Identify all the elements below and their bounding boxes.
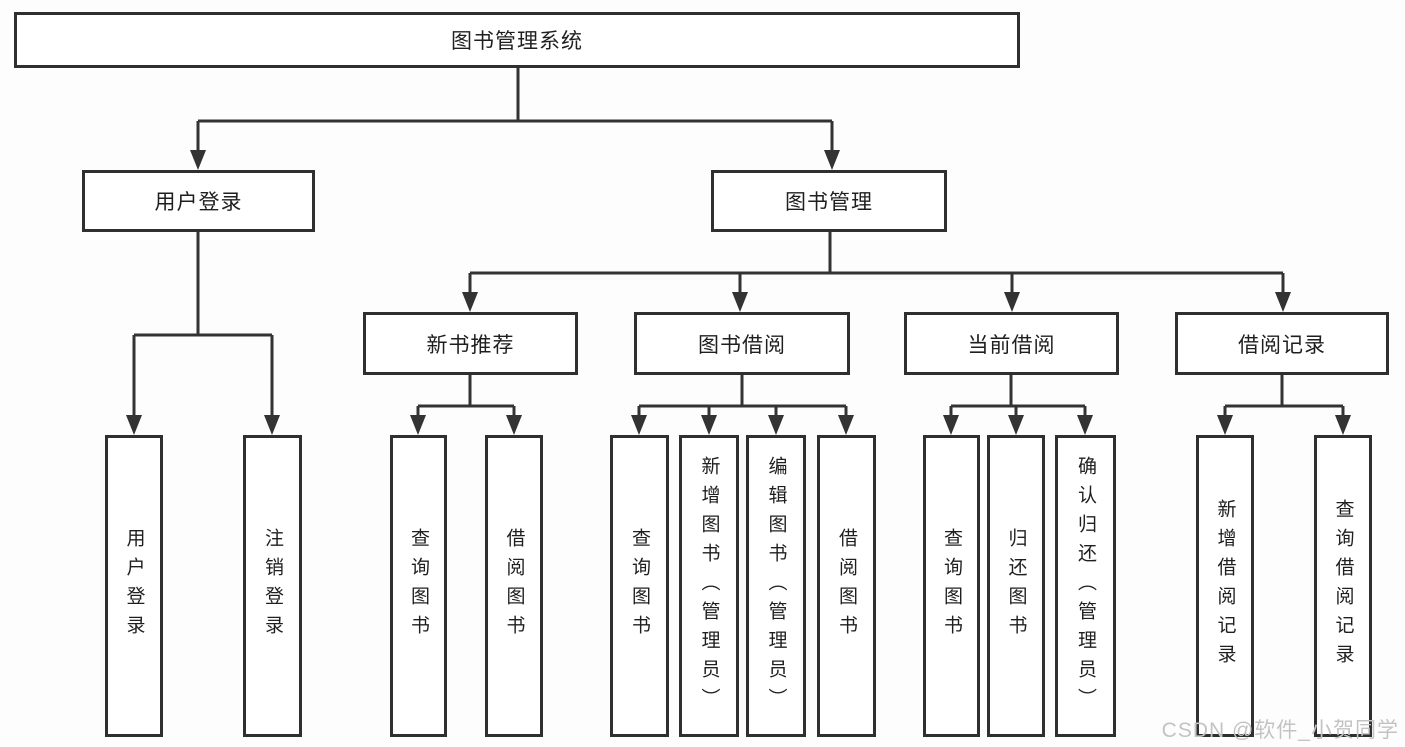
- connector-borrow-records-to-leaves: [1217, 375, 1351, 435]
- node-current-borrowing: 当前借阅: [904, 312, 1119, 375]
- connector-book-management-to-level3: [462, 232, 1291, 312]
- leaf-add-book-admin: 新增图书（管理员）: [679, 435, 739, 737]
- node-book-management-label: 图书管理: [785, 191, 873, 214]
- leaf-user-login-label: 用户登录: [123, 528, 145, 644]
- node-borrowing-records-label: 借阅记录: [1238, 333, 1326, 357]
- leaf-query-books-current: 查询图书: [923, 435, 980, 737]
- node-book-borrowing: 图书借阅: [634, 312, 850, 375]
- node-root-system-label: 图书管理系统: [451, 30, 583, 53]
- leaf-edit-book-admin: 编辑图书（管理员）: [746, 435, 806, 737]
- leaf-borrow-book: 借阅图书: [817, 435, 876, 737]
- watermark: CSDN @软件_小贺同学: [1161, 719, 1399, 742]
- leaf-add-borrow-record: 新增借阅记录: [1196, 435, 1254, 737]
- connector-new-book-to-leaves: [410, 375, 522, 435]
- leaf-add-borrow-record-label: 新增借阅记录: [1214, 499, 1236, 673]
- connector-root-to-level2: [190, 67, 840, 170]
- leaf-query-borrow-record: 查询借阅记录: [1314, 435, 1372, 737]
- node-borrowing-records: 借阅记录: [1175, 312, 1389, 375]
- leaf-confirm-return-admin: 确认归还（管理员）: [1055, 435, 1116, 737]
- leaf-borrow-book-recommend-label: 借阅图书: [503, 528, 525, 644]
- leaf-return-book: 归还图书: [987, 435, 1045, 737]
- leaf-query-books-recommend: 查询图书: [390, 435, 447, 737]
- connector-current-borrow-to-leaves: [943, 375, 1093, 435]
- leaf-query-books-current-label: 查询图书: [941, 528, 962, 644]
- node-current-borrowing-label: 当前借阅: [967, 333, 1056, 357]
- leaf-logout: 注销登录: [243, 435, 302, 737]
- leaf-borrow-book-label: 借阅图书: [836, 528, 857, 644]
- leaf-logout-label: 注销登录: [262, 528, 283, 644]
- leaf-add-book-admin-label: 新增图书（管理员）: [698, 455, 720, 717]
- leaf-return-book-label: 归还图书: [1005, 528, 1027, 644]
- leaf-user-login: 用户登录: [105, 435, 163, 737]
- node-new-book-recommendation: 新书推荐: [363, 312, 578, 375]
- leaf-query-books-borrowing: 查询图书: [610, 435, 669, 737]
- leaf-query-books-borrowing-label: 查询图书: [629, 528, 650, 644]
- leaf-borrow-book-recommend: 借阅图书: [485, 435, 543, 737]
- node-user-login-label: 用户登录: [154, 191, 243, 214]
- leaf-confirm-return-admin-label: 确认归还（管理员）: [1075, 455, 1096, 717]
- node-new-book-recommendation-label: 新书推荐: [426, 333, 515, 357]
- node-root-system: 图书管理系统: [14, 12, 1020, 68]
- node-book-borrowing-label: 图书借阅: [698, 333, 786, 357]
- leaf-query-borrow-record-label: 查询借阅记录: [1332, 499, 1354, 673]
- leaf-edit-book-admin-label: 编辑图书（管理员）: [765, 455, 787, 717]
- connector-user-login-to-leaves: [126, 232, 280, 435]
- node-user-login: 用户登录: [82, 170, 315, 232]
- connector-book-borrow-to-leaves: [631, 375, 854, 435]
- node-book-management: 图书管理: [711, 170, 947, 232]
- leaf-query-books-recommend-label: 查询图书: [408, 528, 429, 644]
